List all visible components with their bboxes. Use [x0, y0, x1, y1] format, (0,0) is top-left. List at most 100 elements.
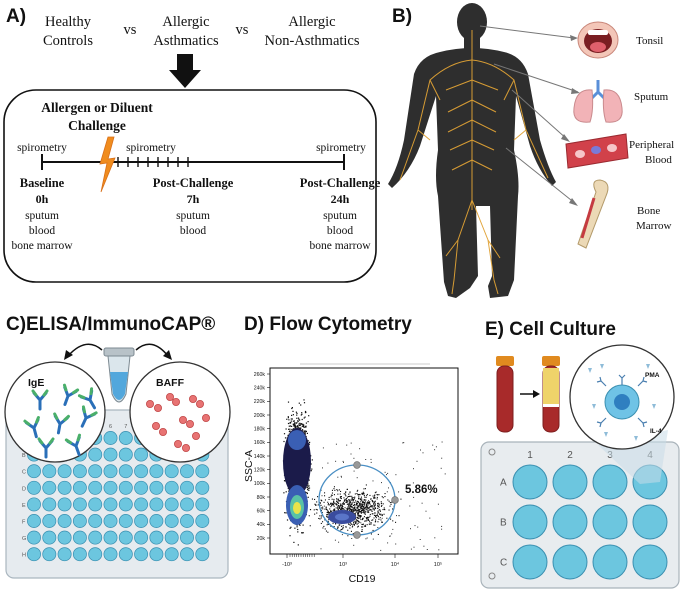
- elisa-well: [134, 514, 149, 528]
- elisa-well: [72, 547, 87, 562]
- elisa-well: [103, 480, 118, 495]
- elisa-well: [42, 547, 57, 562]
- panel-c: C)ELISA/ImmunoCAP® 123456789101112 ABCDE…: [4, 314, 231, 579]
- post24-title: Post-Challenge: [300, 176, 381, 190]
- elisa-well: [195, 514, 210, 528]
- challenge-line2: Challenge: [68, 118, 126, 133]
- curved-arrow-right-icon: [135, 343, 169, 357]
- elisa-row-label: E: [22, 503, 26, 509]
- antibody-icon: [77, 387, 96, 410]
- elisa-well: [164, 514, 179, 528]
- group-healthy-line2: Controls: [43, 33, 93, 49]
- elisa-well: [164, 464, 179, 479]
- organ-label-blood-line2: Blood: [645, 154, 672, 166]
- lightning-bolt-icon: [99, 136, 116, 193]
- culture-well: [592, 544, 628, 580]
- blood-tube-icon: [496, 356, 514, 433]
- organ-label-blood-line1: Peripheral: [629, 139, 674, 151]
- elisa-well: [134, 464, 149, 479]
- vs-label-1: vs: [124, 22, 137, 38]
- panel-e: E) Cell Culture 1234 ABC: [480, 319, 680, 589]
- elisa-well: [180, 547, 194, 562]
- culture-well: [632, 544, 668, 580]
- group-nonasthmatic-line2: Non-Asthmatics: [264, 33, 359, 49]
- panel-d-title: D) Flow Cytometry: [244, 314, 412, 335]
- elisa-well: [103, 530, 118, 545]
- elisa-well: [118, 497, 133, 512]
- post7-title: Post-Challenge: [153, 176, 234, 190]
- tube-arrow-head: [533, 390, 540, 398]
- culture-col-label: 1: [527, 450, 533, 461]
- post7-time: 7h: [187, 192, 200, 206]
- elisa-row-label: G: [22, 536, 26, 542]
- tube-icon: [103, 347, 135, 403]
- elisa-well: [42, 497, 57, 512]
- baseline-title: Baseline: [20, 176, 65, 190]
- baff-molecule-icons: [145, 392, 210, 452]
- elisa-well: [72, 514, 87, 528]
- elisa-well: [88, 497, 103, 512]
- elisa-well: [57, 480, 72, 495]
- pointer-arrow-tonsil: [570, 35, 578, 41]
- culture-row-labels: ABC: [500, 478, 507, 569]
- panel-d: D) Flow Cytometry 5.86% SSC-A CD19 260k2…: [243, 314, 459, 585]
- group-nonasthmatic-line1: Allergic: [288, 14, 335, 30]
- culture-col-label: 2: [567, 450, 573, 461]
- elisa-well: [57, 514, 72, 528]
- organ-label-tonsil: Tonsil: [636, 35, 663, 47]
- elisa-well: [103, 431, 118, 445]
- elisa-well: [195, 547, 210, 562]
- elisa-well: [180, 514, 194, 528]
- spirometry-mid: spirometry: [126, 142, 176, 154]
- flow-x-tick-label: 10³: [339, 562, 347, 568]
- culture-well: [512, 504, 548, 540]
- culture-well: [552, 504, 588, 540]
- elisa-well: [164, 530, 179, 545]
- organ-label-sputum: Sputum: [634, 91, 669, 103]
- post24-item-3: bone marrow: [310, 240, 372, 252]
- elisa-col-label: 6: [109, 424, 112, 430]
- flow-xlabel: CD19: [349, 573, 376, 585]
- curved-arrow-left-head: [64, 350, 73, 360]
- elisa-well: [103, 464, 118, 479]
- elisa-well: [42, 530, 57, 545]
- organ-label-marrow-line2: Marrow: [636, 220, 671, 232]
- elisa-well: [72, 480, 87, 495]
- elisa-well: [149, 547, 164, 562]
- culture-row-label: A: [500, 478, 507, 489]
- culture-well: [552, 544, 588, 580]
- culture-well: [632, 504, 668, 540]
- flow-y-tick-label: 200k: [254, 413, 266, 419]
- elisa-well: [180, 464, 194, 479]
- elisa-well: [149, 464, 164, 479]
- elisa-well: [57, 547, 72, 562]
- flow-y-ticks: 260k240k220k200k180k160k140k120k100k80k6…: [254, 372, 270, 542]
- pointer-arrow-blood: [561, 134, 570, 142]
- pointer-arrow-sputum: [571, 88, 580, 94]
- antibody-icon: [23, 415, 40, 439]
- mouth-icon: [577, 21, 619, 59]
- baseline-item-2: blood: [29, 225, 55, 237]
- baff-circle: [129, 361, 231, 463]
- elisa-well: [57, 497, 72, 512]
- panel-e-title: E) Cell Culture: [485, 319, 616, 340]
- elisa-well: [134, 547, 149, 562]
- elisa-well: [164, 497, 179, 512]
- challenge-line1: Allergen or Diluent: [41, 100, 153, 115]
- elisa-well: [180, 480, 194, 495]
- receptor-icons: [596, 374, 648, 428]
- gate-percent: 5.86%: [405, 484, 438, 496]
- post24-item-1: sputum: [323, 210, 357, 222]
- elisa-row-label: C: [22, 470, 26, 476]
- group-asthmatic-line1: Allergic: [162, 14, 209, 30]
- protocol-box: [3, 89, 377, 283]
- density-hotspots: [283, 428, 356, 525]
- elisa-well: [164, 480, 179, 495]
- plate-corner-mark-bottom: [488, 572, 496, 580]
- elisa-well: [27, 530, 41, 545]
- elisa-row-label: H: [22, 553, 26, 559]
- baseline-item-1: sputum: [25, 210, 59, 222]
- elisa-well: [88, 530, 103, 545]
- elisa-well: [118, 447, 133, 462]
